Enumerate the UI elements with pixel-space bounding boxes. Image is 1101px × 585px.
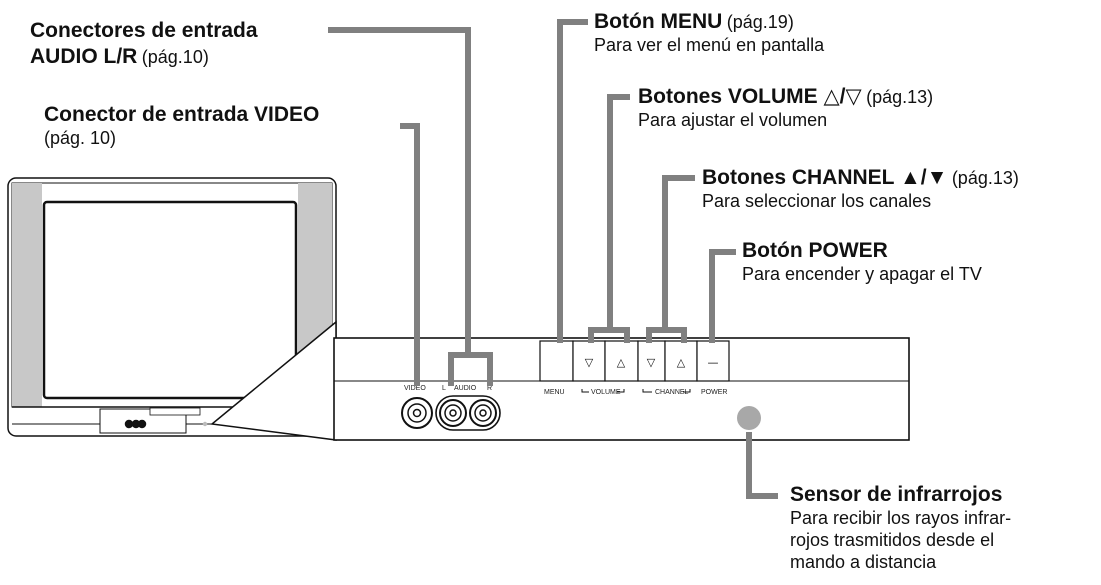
panel-label-audio: AUDIO — [454, 385, 477, 392]
label-volume-buttons: Botones VOLUME △/▽ (pág.13) Para ajustar… — [638, 85, 934, 130]
channel-up-icon: △ — [677, 356, 686, 369]
left-speaker-grille — [12, 183, 42, 407]
channel-down-icon: ▽ — [647, 356, 656, 369]
audio-left-jack[interactable] — [439, 399, 467, 427]
leader-volume — [607, 94, 630, 330]
volume-up-icon: △ — [617, 356, 626, 369]
menu-button[interactable] — [539, 340, 574, 382]
power-icon: — — [708, 356, 719, 369]
leader-sensor — [746, 432, 778, 499]
label-infrared-sensor: Sensor de infrarrojos Para recibir los r… — [790, 483, 1012, 572]
leader-power — [709, 249, 736, 343]
audio-right-jack[interactable] — [469, 399, 497, 427]
panel-label-video: VIDEO — [404, 385, 426, 392]
channel-up-button[interactable] — [664, 340, 698, 382]
leader-audio-bracket — [448, 352, 493, 386]
label-channel-buttons: Botones CHANNEL ▲/▼ (pág.13) Para selecc… — [702, 166, 1019, 211]
label-menu-button: Botón MENU (pág.19) Para ver el menú en … — [594, 10, 825, 55]
label-video-input: Conector de entrada VIDEO (pág. 10) — [44, 103, 320, 148]
video-input-jack[interactable] — [401, 397, 433, 429]
panel-label-volume: VOLUME — [591, 389, 621, 396]
channel-down-button[interactable] — [637, 340, 666, 382]
label-audio-inputs: Conectores de entrada AUDIO L/R (pág.10) — [30, 19, 258, 68]
panel-label-power: POWER — [701, 389, 727, 396]
leader-channel-bracket — [646, 327, 687, 343]
leader-video — [400, 123, 420, 386]
leader-menu — [557, 19, 588, 343]
infrared-sensor — [737, 406, 761, 430]
panel-label-l: L — [442, 385, 446, 392]
panel-label-r: R — [487, 385, 492, 392]
leader-lines — [328, 19, 778, 499]
panel-label-channel: CHANNEL — [655, 389, 689, 396]
tv-screen — [42, 200, 298, 400]
volume-down-icon: ▽ — [585, 356, 594, 369]
leader-volume-bracket — [588, 327, 630, 343]
label-power-button: Botón POWER Para encender y apagar el TV — [742, 239, 982, 284]
panel-label-menu: MENU — [544, 389, 565, 396]
control-panel-zoom: ▽ △ ▽ △ — VIDEO L AUDIO R MENU VOLUME CH… — [333, 337, 910, 441]
leader-channel — [662, 175, 695, 330]
leader-audio — [328, 27, 471, 355]
volume-up-button[interactable] — [604, 340, 639, 382]
